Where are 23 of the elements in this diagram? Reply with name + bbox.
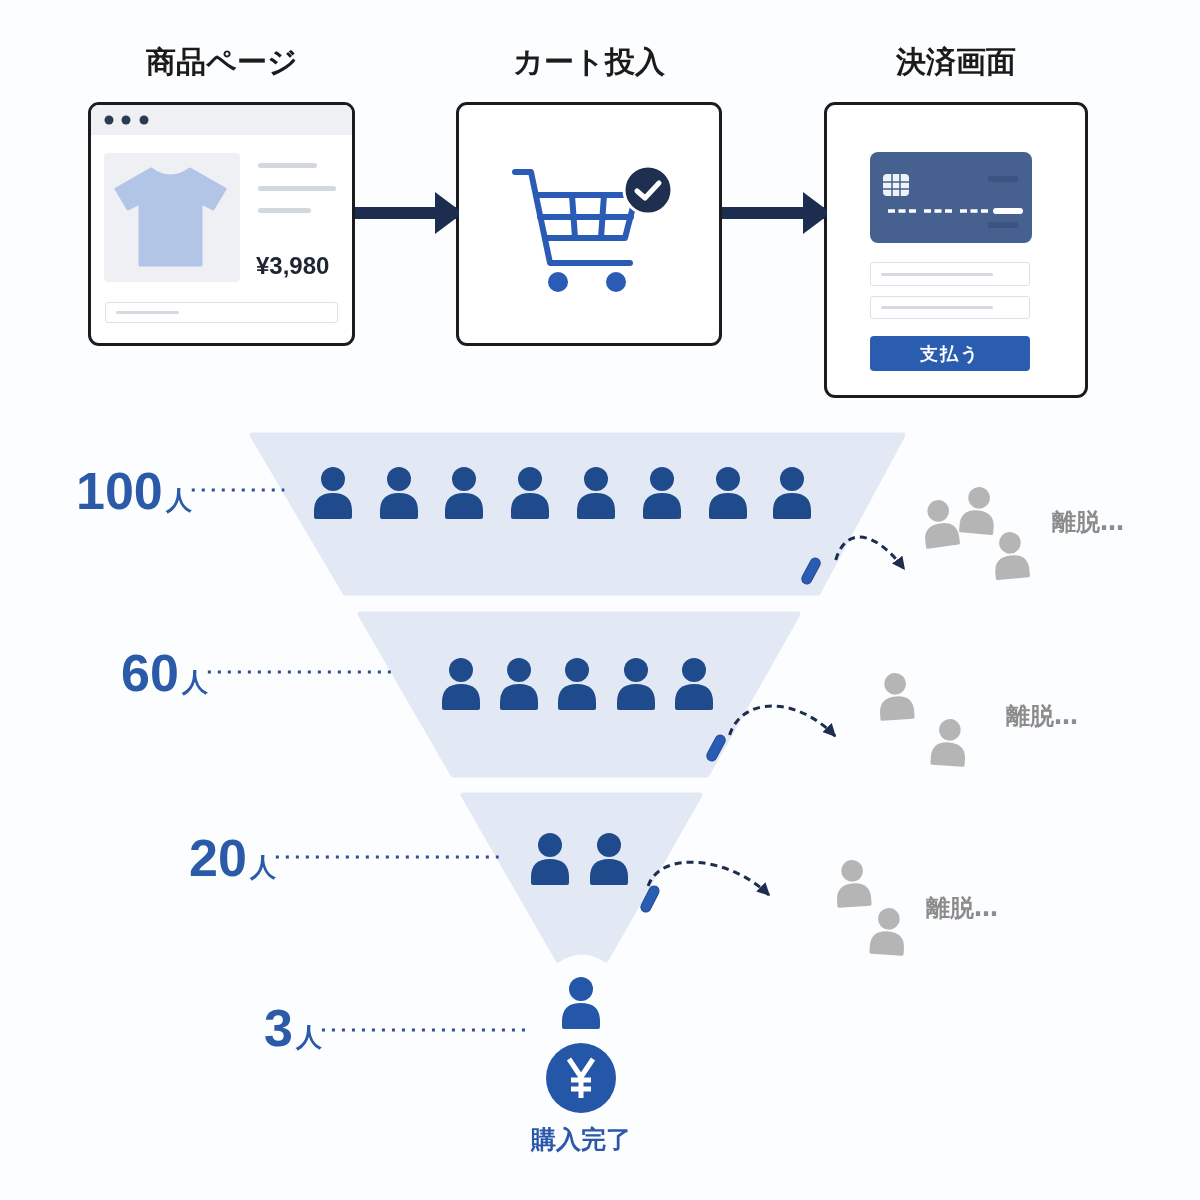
leader-line [321, 1028, 525, 1032]
arrow [728, 704, 838, 739]
dropout-label: 離脱… [1006, 701, 1078, 731]
visitor-count: 3人 [264, 1002, 322, 1054]
leader-line [207, 670, 394, 674]
dropout-label: 離脱… [926, 893, 998, 923]
arrow [646, 860, 771, 898]
product-price: ¥3,980 [256, 251, 330, 281]
step-title: 決済画面 [895, 43, 1017, 81]
arrow [834, 535, 907, 571]
funnel-stage [252, 435, 903, 593]
leader-line [275, 855, 499, 859]
visitor-count: 20人 [189, 832, 276, 884]
visitor-count: 60人 [121, 647, 208, 699]
dropout-label: 離脱… [1052, 507, 1124, 537]
step-title: 商品ページ [144, 43, 299, 81]
leader-line [191, 488, 285, 492]
step-title: カート投入 [512, 43, 666, 81]
purchase-label: 購入完了 [529, 1125, 632, 1155]
funnel-stage [360, 614, 798, 775]
pay-button: 支払う [870, 336, 1030, 371]
visitor-count: 100人 [76, 465, 192, 517]
funnel-stage [463, 795, 700, 960]
